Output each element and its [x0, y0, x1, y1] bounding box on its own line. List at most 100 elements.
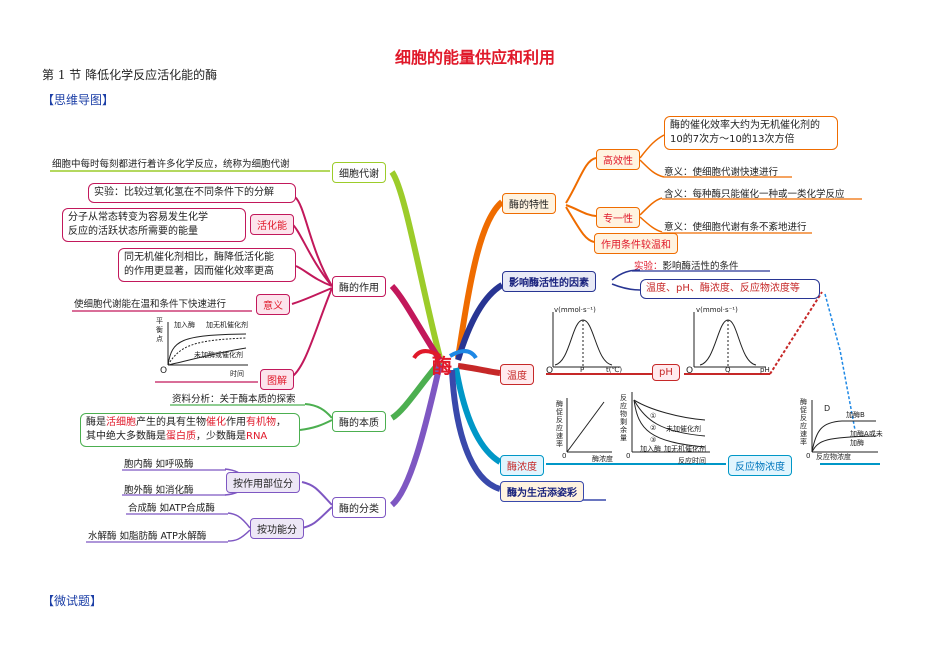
def-2a: 其中绝大多数酶是 [86, 431, 166, 442]
substrate-rate-D: D [824, 404, 831, 413]
extracellular-text: 胞外酶 如消化酶 [124, 485, 194, 496]
substrate-origin: 0 [626, 452, 631, 460]
branch-factors [455, 282, 504, 361]
graph-origin: O [160, 366, 168, 376]
def-1a: 酶是 [86, 417, 106, 428]
def-2d: RNA [246, 431, 268, 442]
hydrolase-text: 水解酶 如脂肪酶 ATP水解酶 [88, 531, 207, 542]
def-1e: 作用 [226, 417, 246, 428]
substrate-label-a: 未加催化剂 [666, 425, 701, 433]
substrate-curve-1: ① [650, 412, 657, 420]
substrate-rate-label-b: 加酶B [846, 411, 865, 419]
graph-curve-c: 未加酶或催化剂 [194, 351, 243, 359]
intracellular-text: 胞内酶 如呼吸酶 [124, 459, 194, 470]
factors-conditions: 温度、pH、酶浓度、反应物浓度等 [640, 279, 820, 299]
meaning-text: 使细胞代谢能在温和条件下快速进行 [74, 299, 227, 310]
node-by-function[interactable]: 按功能分 [250, 518, 304, 539]
temp-xlabel: t(℃) [606, 366, 623, 374]
substrate-ylabel: 反应物剩余量 [620, 394, 627, 442]
enzyme-xlabel: 酶浓度 [592, 455, 613, 463]
graph-ylabel-1: 平 [156, 317, 163, 325]
node-properties[interactable]: 酶的特性 [502, 193, 556, 214]
def-1d: 催化 [206, 417, 226, 428]
node-factors[interactable]: 影响酶活性的因素 [502, 271, 596, 292]
compare-text: 同无机催化剂相比，酶降低活化能 的作用更显著，因而催化效率更高 [118, 248, 296, 282]
node-life[interactable]: 酶为生活添姿彩 [500, 481, 584, 502]
substrate-rate-origin: 0 [806, 452, 811, 460]
node-activation-energy[interactable]: 活化能 [250, 214, 294, 235]
section-title: 第 1 节 降低化学反应活化能的酶 [42, 68, 218, 82]
factors-experiment-label: 实验： [634, 261, 663, 272]
node-ph[interactable]: pH [652, 364, 680, 381]
temp-ylabel: v(mmol·s⁻¹) [554, 306, 596, 314]
def-1g: ， [276, 417, 286, 428]
substrate-xlabel: 反应时间 [678, 457, 706, 465]
ph-peak: Q [725, 366, 731, 374]
activation-text-1: 分子从常态转变为容易发生化学 [68, 212, 208, 223]
node-classification[interactable]: 酶的分类 [332, 497, 386, 518]
node-enzyme-conc[interactable]: 酶浓度 [500, 455, 544, 476]
node-substrate-conc[interactable]: 反应物浓度 [728, 455, 792, 476]
temp-peak: P [580, 366, 585, 374]
temp-origin: O [546, 366, 554, 376]
activation-text: 分子从常态转变为容易发生化学 反应的活跃状态所需要的能量 [62, 208, 246, 242]
branch-enzyme-conc [453, 367, 502, 465]
graph-ylabel-3: 点 [156, 335, 163, 343]
function-experiment: 实验：比较过氧化氢在不同条件下的分解 [88, 183, 296, 203]
branch-essence [390, 360, 443, 421]
node-mild-conditions[interactable]: 作用条件较温和 [594, 233, 678, 254]
substrate-rate-label-a: 加酶A或未加酶 [850, 430, 883, 447]
node-function[interactable]: 酶的作用 [332, 276, 386, 297]
factors-experiment: 实验：影响酶活性的条件 [634, 258, 739, 272]
center-emblem-shape [412, 349, 478, 360]
temperature-graph [552, 312, 620, 368]
graph-ylabel-2: 衡 [156, 326, 163, 334]
substrate-curve-3: ③ [650, 436, 657, 444]
node-essence[interactable]: 酶的本质 [332, 411, 386, 432]
factors-experiment-text: 影响酶活性的条件 [662, 261, 739, 272]
graph-curve-a: 加入酶 [174, 321, 195, 329]
center-label: 酶 [432, 354, 452, 378]
node-metabolism[interactable]: 细胞代谢 [332, 162, 386, 183]
graph-xlabel: 时间 [230, 370, 244, 378]
specificity-meaning-2: 意义：使细胞代谢有条不紊地进行 [664, 222, 807, 233]
specificity-meaning-1: 含义：每种酶只能催化一种或一类化学反应 [664, 189, 845, 200]
node-specificity[interactable]: 专一性 [596, 207, 640, 228]
substrate-rate-xlabel: 反应物浓度 [816, 453, 851, 461]
substrate-graph [631, 392, 710, 453]
graph-curve-b: 加无机催化剂 [206, 321, 248, 329]
branch-properties [455, 199, 505, 359]
quiz-heading: 【微试题】 [42, 594, 103, 608]
mindmap-heading: 【思维导图】 [42, 93, 115, 107]
enzyme-ylabel: 酶促反应速率 [556, 400, 563, 448]
branch-metabolism [389, 170, 443, 359]
substrate-label-c: 加无机催化剂 [664, 445, 706, 453]
node-temperature[interactable]: 温度 [500, 364, 534, 385]
branch-temperature [457, 363, 501, 376]
compare-text-1: 同无机催化剂相比，酶降低活化能 [124, 252, 274, 263]
def-1b: 活细胞 [106, 417, 136, 428]
def-1f: 有机物 [246, 417, 276, 428]
essence-material: 资料分析：关于酶本质的探索 [172, 394, 296, 405]
efficiency-text-2: 10的7次方～10的13次方倍 [670, 134, 795, 145]
node-by-location[interactable]: 按作用部位分 [226, 472, 300, 493]
node-efficiency[interactable]: 高效性 [596, 149, 640, 170]
metabolism-text: 细胞中每时每刻都进行着许多化学反应，统称为细胞代谢 [52, 159, 290, 170]
node-meaning[interactable]: 意义 [256, 294, 290, 315]
enzyme-origin: 0 [562, 452, 567, 460]
substrate-curve-2: ② [650, 424, 657, 432]
compare-text-2: 的作用更显著，因而催化效率更高 [124, 266, 274, 277]
def-2b: 蛋白质 [166, 431, 196, 442]
activation-text-2: 反应的活跃状态所需要的能量 [68, 226, 198, 237]
substrate-label-b: 加入酶 [640, 445, 661, 453]
branch-life [449, 369, 502, 492]
def-2c: ，少数酶是 [196, 431, 246, 442]
substrate-rate-graph [811, 400, 878, 453]
node-diagram[interactable]: 图解 [260, 369, 294, 390]
ph-ylabel: v(mmol·s⁻¹) [696, 306, 738, 314]
synthase-text: 合成酶 如ATP合成酶 [128, 503, 215, 514]
ph-xlabel: pH [760, 366, 770, 374]
efficiency-meaning: 意义：使细胞代谢快速进行 [664, 167, 779, 178]
substrate-rate-ylabel: 酶促反应速率 [800, 398, 807, 446]
